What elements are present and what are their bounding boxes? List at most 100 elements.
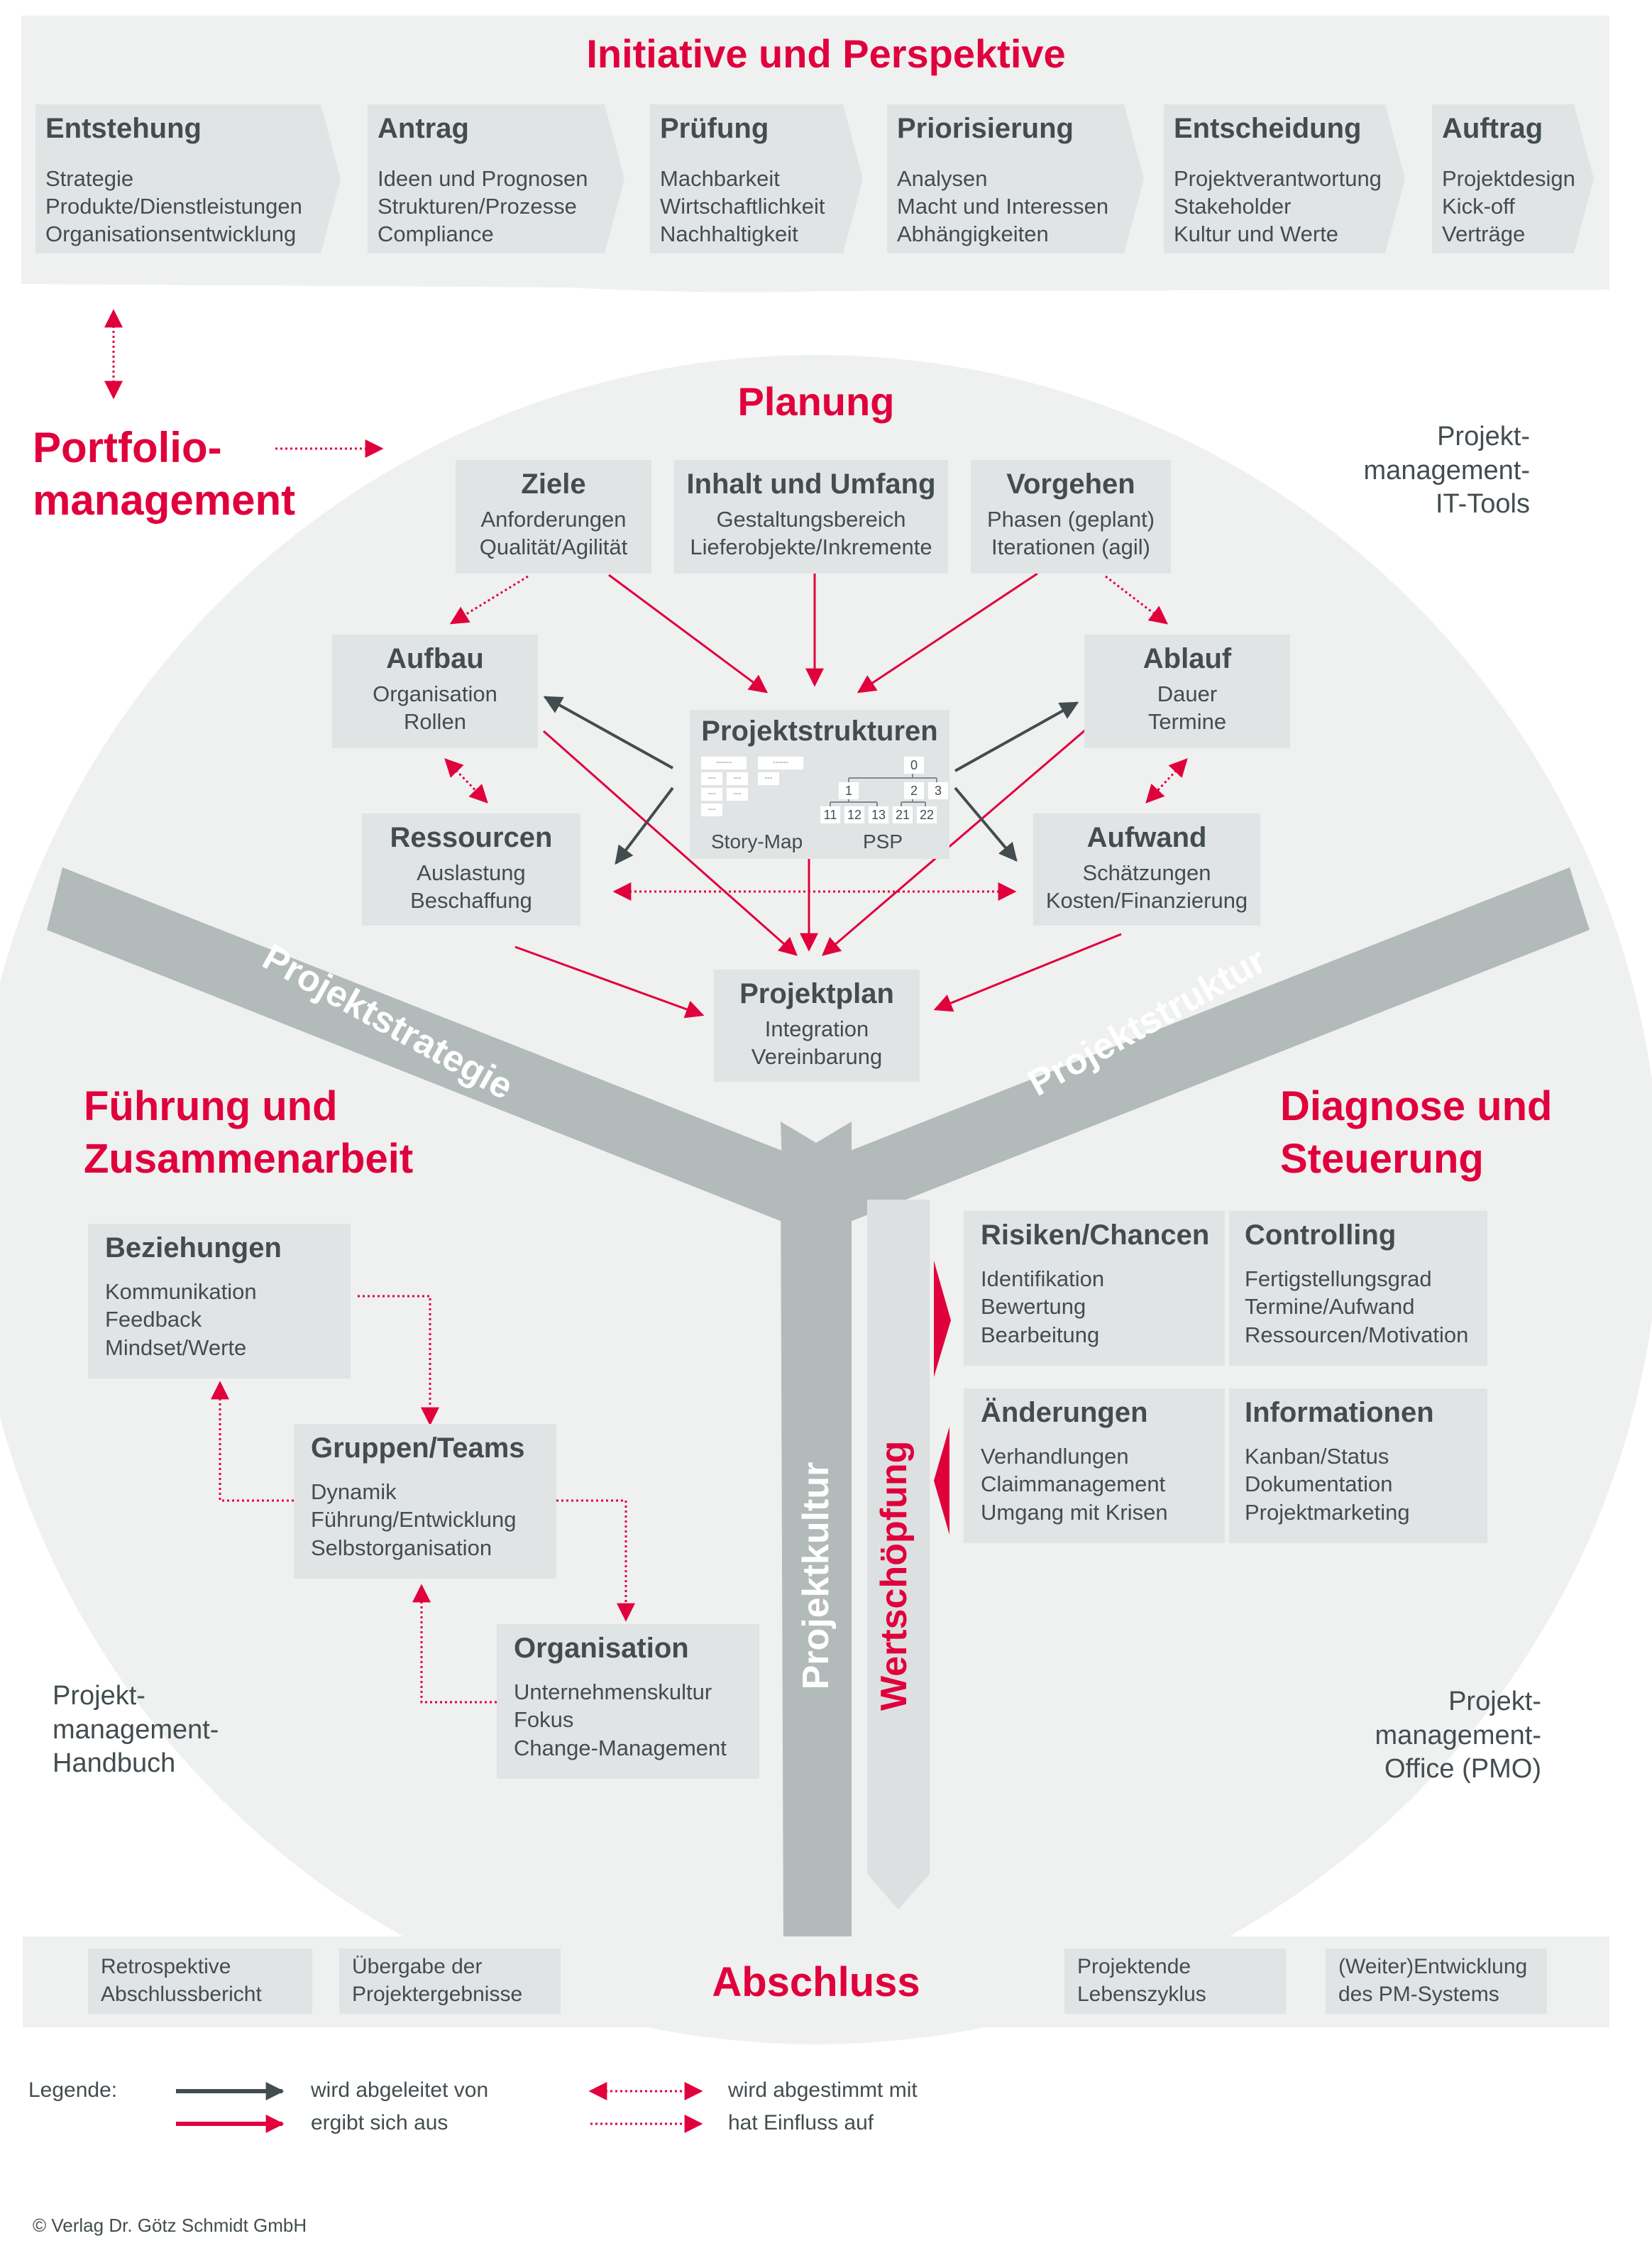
psp-label: PSP xyxy=(863,831,903,853)
box-line: Iterationen (agil) xyxy=(991,535,1150,560)
box-title: Aufbau xyxy=(386,643,484,674)
phase-title: Auftrag xyxy=(1442,113,1543,144)
box-line: Umgang mit Krisen xyxy=(981,1499,1168,1525)
text-line: management- xyxy=(1363,455,1530,486)
box-line: Identifikation xyxy=(981,1266,1105,1291)
psp-node: 3 xyxy=(928,782,948,799)
phase-line: Abhängigkeiten xyxy=(897,221,1049,246)
phase-line: Macht und Interessen xyxy=(897,193,1109,219)
title-line: Zusammenarbeit xyxy=(84,1136,414,1182)
story-map-label: Story-Map xyxy=(711,831,803,853)
box-line: Termine/Aufwand xyxy=(1245,1294,1415,1320)
box-line: Selbstorganisation xyxy=(311,1535,492,1560)
arrow-gruppen-organisation xyxy=(556,1499,635,1622)
handbuch-label: Projekt- management- Handbuch xyxy=(53,1679,219,1781)
box-line: Auslastung xyxy=(417,860,526,885)
text-line: Projektergebnisse xyxy=(352,1983,523,2006)
story-card: ------ xyxy=(758,757,803,769)
band-label-projektkultur: Projektkultur xyxy=(795,1462,837,1690)
psp-node: 0 xyxy=(904,757,924,774)
box-line: Claimmanagement xyxy=(981,1471,1166,1497)
arrow-strukturen-aufwand xyxy=(954,786,1018,862)
box-line: Kosten/Finanzierung xyxy=(1045,888,1248,914)
psp-node: 11 xyxy=(820,806,840,823)
box-line: Kanban/Status xyxy=(1245,1444,1389,1469)
portfolio-line2: management xyxy=(33,476,296,524)
story-card: --- xyxy=(727,772,748,785)
text-line: (Weiter)Entwicklung xyxy=(1338,1955,1528,1978)
box-line: Fokus xyxy=(514,1707,574,1733)
story-card: ------ xyxy=(701,757,747,769)
text-line: Projekt- xyxy=(1448,1687,1541,1716)
box-line: Kommunikation xyxy=(105,1279,257,1304)
box-line: Bearbeitung xyxy=(981,1322,1100,1347)
portfolio-label: Portfolio- management xyxy=(33,422,295,527)
box-line: Lieferobjekte/Inkremente xyxy=(690,535,932,560)
box-line: Organisation xyxy=(373,681,497,706)
arrow-gruppen-beziehungen xyxy=(211,1381,294,1502)
phase-line: Verträge xyxy=(1442,221,1526,246)
it-tools-label: Projekt- management- IT-Tools xyxy=(1306,420,1530,522)
phase-title: Antrag xyxy=(378,113,469,144)
story-map-graphic: ------------------------------ xyxy=(701,757,808,828)
copyright: © Verlag Dr. Götz Schmidt GmbH xyxy=(33,2215,307,2236)
text-line: management- xyxy=(53,1714,219,1745)
arrow-ablauf-aufwand xyxy=(1145,758,1188,804)
box-line: Unternehmenskultur xyxy=(514,1679,712,1704)
story-card: --- xyxy=(701,788,722,801)
arrow-vorgehen-strukturen xyxy=(857,572,1038,694)
box-line: Dokumentation xyxy=(1245,1471,1393,1497)
phase-title: Entstehung xyxy=(45,113,202,144)
arrow-ziele-strukturen xyxy=(608,574,769,694)
phase-line: Ideen und Prognosen xyxy=(378,166,588,191)
text-line: des PM-Systems xyxy=(1338,1983,1499,2006)
text-line: management- xyxy=(1375,1720,1541,1750)
box-line: Dauer xyxy=(1157,681,1218,706)
psp-node: 2 xyxy=(904,782,924,799)
text-line: Projekt- xyxy=(53,1681,145,1711)
box-title: Projektplan xyxy=(739,978,894,1009)
box-title: Änderungen xyxy=(981,1397,1148,1428)
text-line: Übergabe der xyxy=(352,1955,483,1978)
phase-line: Strategie xyxy=(45,166,134,191)
box-title: Aufwand xyxy=(1086,822,1207,853)
box-line: Führung/Entwicklung xyxy=(311,1507,517,1533)
text-line: Abschlussbericht xyxy=(101,1983,262,2006)
psp-node: 1 xyxy=(839,782,859,799)
story-card: --- xyxy=(727,788,748,801)
box-projektstrukturen: Projektstrukturen ----------------------… xyxy=(690,710,949,859)
box-line: Rollen xyxy=(404,709,466,735)
text-line: IT-Tools xyxy=(1435,489,1530,519)
legend-item-coordinated: wird abgestimmt mit xyxy=(728,2078,918,2102)
fuehrung-title: Führung und Zusammenarbeit xyxy=(84,1080,413,1185)
text-line: Office (PMO) xyxy=(1384,1754,1541,1784)
box-title: Ablauf xyxy=(1142,643,1232,674)
arrow-ziele-aufbau xyxy=(449,575,529,625)
arrow-strukturen-ressourcen xyxy=(615,786,674,865)
box-line: Dynamik xyxy=(311,1479,397,1504)
phase-line: Kick-off xyxy=(1442,193,1515,219)
story-card: --- xyxy=(701,804,722,816)
box-line: Integration xyxy=(764,1016,869,1041)
psp-node: 12 xyxy=(844,806,864,823)
arrow-ressourcen-plan xyxy=(514,945,705,1019)
chevron-left-icon xyxy=(934,1427,949,1535)
box-line: Gestaltungsbereich xyxy=(716,507,906,532)
legend-item-results: ergibt sich aus xyxy=(311,2111,448,2134)
box-line: Qualität/Agilität xyxy=(479,535,628,560)
box-title: Controlling xyxy=(1245,1219,1397,1251)
